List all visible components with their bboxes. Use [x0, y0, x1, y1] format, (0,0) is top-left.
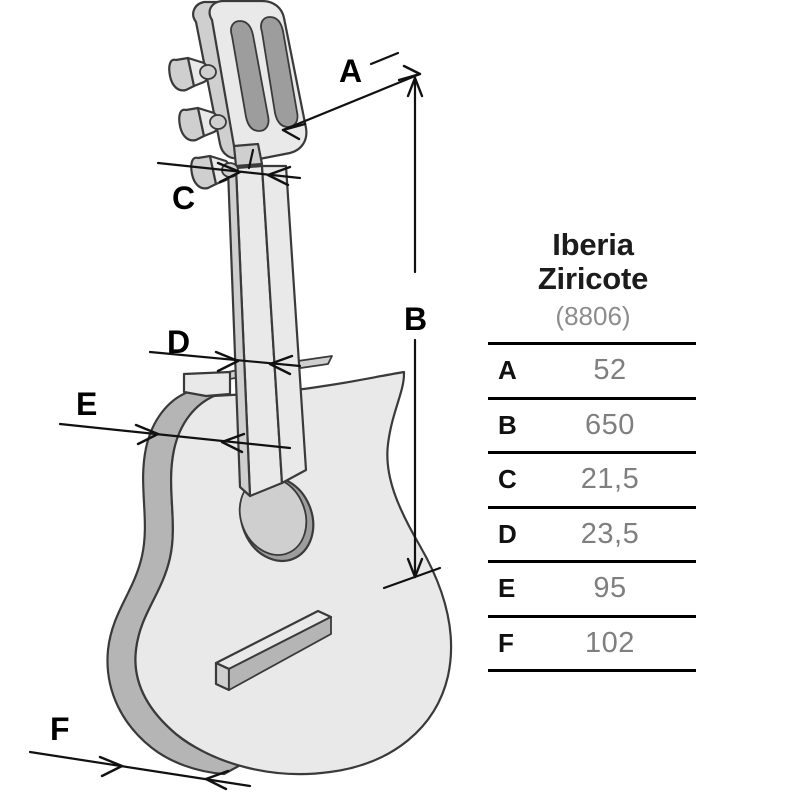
product-code: (8806)	[555, 301, 631, 331]
spec-key: A	[488, 342, 554, 398]
table-row: D 23,5	[488, 505, 696, 562]
spec-value: 650	[554, 396, 696, 453]
nut	[232, 142, 264, 168]
dimension-label-D: D	[167, 324, 191, 360]
dimension-line-F	[28, 750, 252, 791]
specifications-table: A 52 B 650 C 21,5 D 23,5 E 95	[488, 342, 696, 672]
table-row: A 52	[488, 342, 696, 398]
dimension-line-B	[382, 76, 442, 590]
table-row: C 21,5	[488, 451, 696, 507]
guitar-body	[106, 355, 453, 776]
spec-key: C	[488, 451, 554, 507]
table-row: E 95	[488, 560, 696, 616]
dimension-label-F: F	[50, 711, 70, 747]
table-row: B 650	[488, 396, 696, 453]
product-title: Iberia Ziricote	[488, 228, 698, 296]
spec-key: B	[488, 396, 554, 453]
spec-table-body: A 52 B 650 C 21,5 D 23,5 E 95	[488, 342, 696, 672]
heel-step	[182, 370, 232, 398]
spec-key: D	[488, 505, 554, 562]
product-title-line1: Iberia	[552, 227, 634, 262]
spec-panel: Iberia Ziricote (8806) A 52 B 650 C 21,5	[488, 228, 698, 672]
dimension-label-A: A	[339, 53, 363, 89]
fingerboard-extension	[260, 164, 308, 485]
dimension-label-E: E	[76, 386, 98, 422]
table-row: F 102	[488, 614, 696, 672]
headstock	[168, 0, 308, 190]
dimension-line-C	[156, 148, 302, 187]
tuning-peg-1	[168, 56, 217, 92]
bridge	[214, 609, 333, 692]
headstock-slot-right	[260, 16, 299, 128]
body-top-face	[134, 370, 453, 776]
spec-value: 102	[554, 614, 696, 672]
spec-value: 95	[554, 560, 696, 616]
spec-value: 21,5	[554, 451, 696, 507]
headstock-slot-left	[230, 20, 270, 132]
tuning-peg-2	[178, 106, 227, 142]
dimension-line-E	[58, 422, 292, 454]
spec-value: 23,5	[554, 505, 696, 562]
dimension-line-A	[281, 51, 422, 141]
dimension-label-B: B	[404, 301, 428, 337]
spec-key: F	[488, 614, 554, 672]
sound-hole	[238, 475, 315, 563]
dimension-line-D	[148, 350, 302, 376]
guitar-neck	[226, 164, 308, 498]
product-title-line2: Ziricote	[537, 261, 649, 296]
spec-value: 52	[554, 342, 696, 398]
dimension-label-C: C	[172, 180, 196, 216]
spec-key: E	[488, 560, 554, 616]
